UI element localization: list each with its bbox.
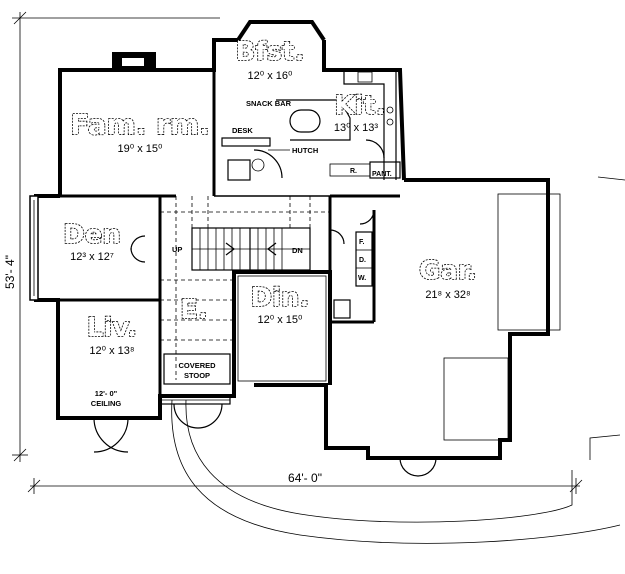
stairs bbox=[191, 227, 311, 271]
liv-size: 12⁰ x 13⁸ bbox=[89, 345, 134, 357]
desk-hutch bbox=[221, 137, 283, 181]
kitchen-counters bbox=[276, 71, 401, 180]
fireplace bbox=[112, 52, 156, 72]
din-name: Din. bbox=[251, 283, 310, 313]
din-size: 12⁰ x 15⁰ bbox=[258, 314, 303, 326]
washer-label: W. bbox=[358, 275, 366, 282]
dining-rug bbox=[237, 275, 327, 382]
den-window bbox=[29, 195, 39, 301]
depth-dimension-line bbox=[12, 11, 220, 462]
den-size: 12³ x 12⁷ bbox=[70, 251, 114, 263]
hutch-label: HUTCH bbox=[292, 146, 318, 155]
entry-name: E. bbox=[180, 295, 208, 325]
width-dimension-label: 64'- 0" bbox=[288, 471, 322, 485]
den-name: Den bbox=[63, 220, 121, 250]
bfst-name: Bfst. bbox=[236, 37, 305, 67]
door-swings bbox=[93, 209, 437, 477]
covered-stoop-label-line2: STOOP bbox=[184, 371, 210, 380]
fam-rm-size: 19⁰ x 15⁰ bbox=[118, 143, 163, 155]
ceiling-height-line1: 12'- 0" bbox=[95, 389, 118, 398]
refrigerator-label: R. bbox=[350, 168, 357, 175]
front-walk bbox=[171, 176, 625, 544]
freezer-label: F. bbox=[359, 239, 365, 246]
gar-name: Gar. bbox=[419, 256, 477, 286]
stairs-up-label: UP bbox=[172, 245, 182, 254]
kit-size: 13⁰ x 13³ bbox=[334, 122, 378, 134]
tile-floor bbox=[160, 196, 330, 380]
fam-rm-name: Fam. rm. bbox=[70, 108, 210, 141]
dryer-label: D. bbox=[359, 257, 366, 264]
liv-name: Liv. bbox=[87, 313, 137, 343]
desk-label: DESK bbox=[232, 126, 253, 135]
covered-stoop bbox=[159, 353, 231, 405]
stairs-down-label: DN bbox=[292, 246, 303, 255]
pantry-label: PANT. bbox=[372, 171, 392, 178]
bfst-size: 12⁰ x 16⁰ bbox=[248, 70, 293, 82]
interior-walls bbox=[58, 70, 400, 396]
garage-parking bbox=[443, 193, 561, 441]
laundry-area bbox=[333, 231, 373, 319]
covered-stoop-label-line1: COVERED bbox=[178, 361, 216, 370]
gar-size: 21⁸ x 32⁸ bbox=[425, 289, 470, 301]
ceiling-height-line2: CEILING bbox=[91, 399, 122, 408]
kit-name: Kit. bbox=[334, 91, 385, 121]
snack-bar-label: SNACK BAR bbox=[246, 99, 292, 108]
depth-dimension-label: 53'- 4" bbox=[3, 255, 17, 289]
